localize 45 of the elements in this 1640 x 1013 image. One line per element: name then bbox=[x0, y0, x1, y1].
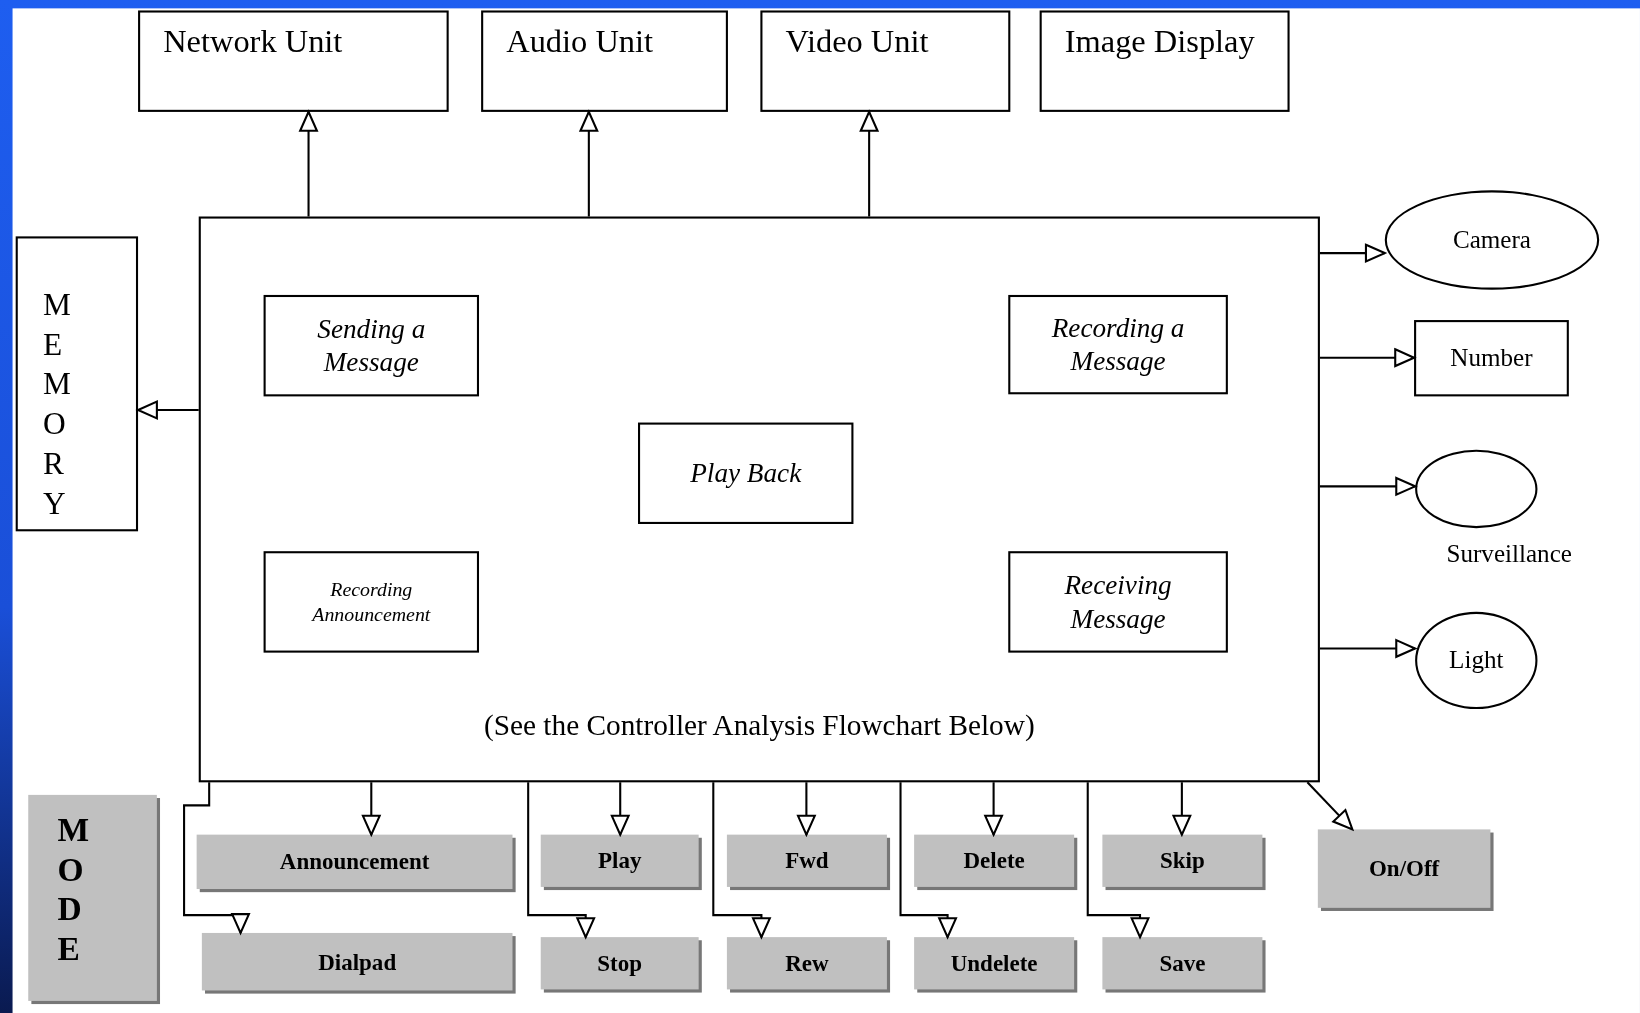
arrow bbox=[1319, 348, 1416, 368]
function-box: Receiving Message bbox=[1008, 551, 1228, 653]
key-button: Delete bbox=[914, 834, 1075, 887]
key-button: Fwd bbox=[726, 834, 887, 887]
arrow bbox=[899, 782, 957, 939]
function-box: Recording Announcement bbox=[263, 551, 479, 653]
unit-box: Video Unit bbox=[760, 10, 1011, 112]
arrow bbox=[1319, 476, 1417, 496]
arrow bbox=[527, 782, 596, 939]
arrow bbox=[137, 400, 199, 420]
note-text: (See the Controller Analysis Flowchart Below) bbox=[483, 709, 1036, 743]
key-button: Play bbox=[540, 834, 699, 887]
key-button: Skip bbox=[1102, 834, 1263, 887]
node-caption: Surveillance bbox=[1446, 539, 1572, 568]
arrow bbox=[712, 782, 771, 939]
arrow bbox=[1172, 782, 1192, 836]
arrow bbox=[299, 110, 318, 217]
arrow bbox=[1319, 639, 1417, 658]
key-button: Stop bbox=[540, 937, 699, 990]
arrow bbox=[579, 110, 599, 217]
memory-box: MEMORY bbox=[15, 236, 139, 532]
arrow bbox=[1086, 782, 1150, 939]
arrow bbox=[1319, 243, 1386, 263]
unit-box: Audio Unit bbox=[481, 10, 728, 112]
key-button: Rew bbox=[726, 937, 887, 990]
arrow bbox=[610, 782, 630, 836]
arrow bbox=[183, 782, 250, 934]
arrow bbox=[1306, 781, 1354, 831]
function-box: Sending a Message bbox=[263, 294, 479, 397]
unit-box: Network Unit bbox=[138, 10, 449, 112]
key-button: Undelete bbox=[914, 937, 1075, 990]
device-box: Number bbox=[1414, 320, 1569, 397]
arrow bbox=[361, 782, 381, 836]
mode-panel: MODE bbox=[28, 794, 157, 1001]
key-button: Announcement bbox=[196, 834, 513, 889]
arrow bbox=[859, 110, 879, 217]
unit-box: Image Display bbox=[1039, 10, 1290, 112]
key-button: Save bbox=[1102, 937, 1263, 990]
arrow bbox=[797, 782, 816, 836]
key-button: Dialpad bbox=[201, 932, 513, 991]
arrow bbox=[984, 782, 1003, 836]
function-box: Play Back bbox=[638, 422, 854, 524]
key-button: On/Off bbox=[1317, 829, 1491, 908]
function-box: Recording a Message bbox=[1008, 294, 1228, 395]
controller-box bbox=[198, 216, 1320, 783]
